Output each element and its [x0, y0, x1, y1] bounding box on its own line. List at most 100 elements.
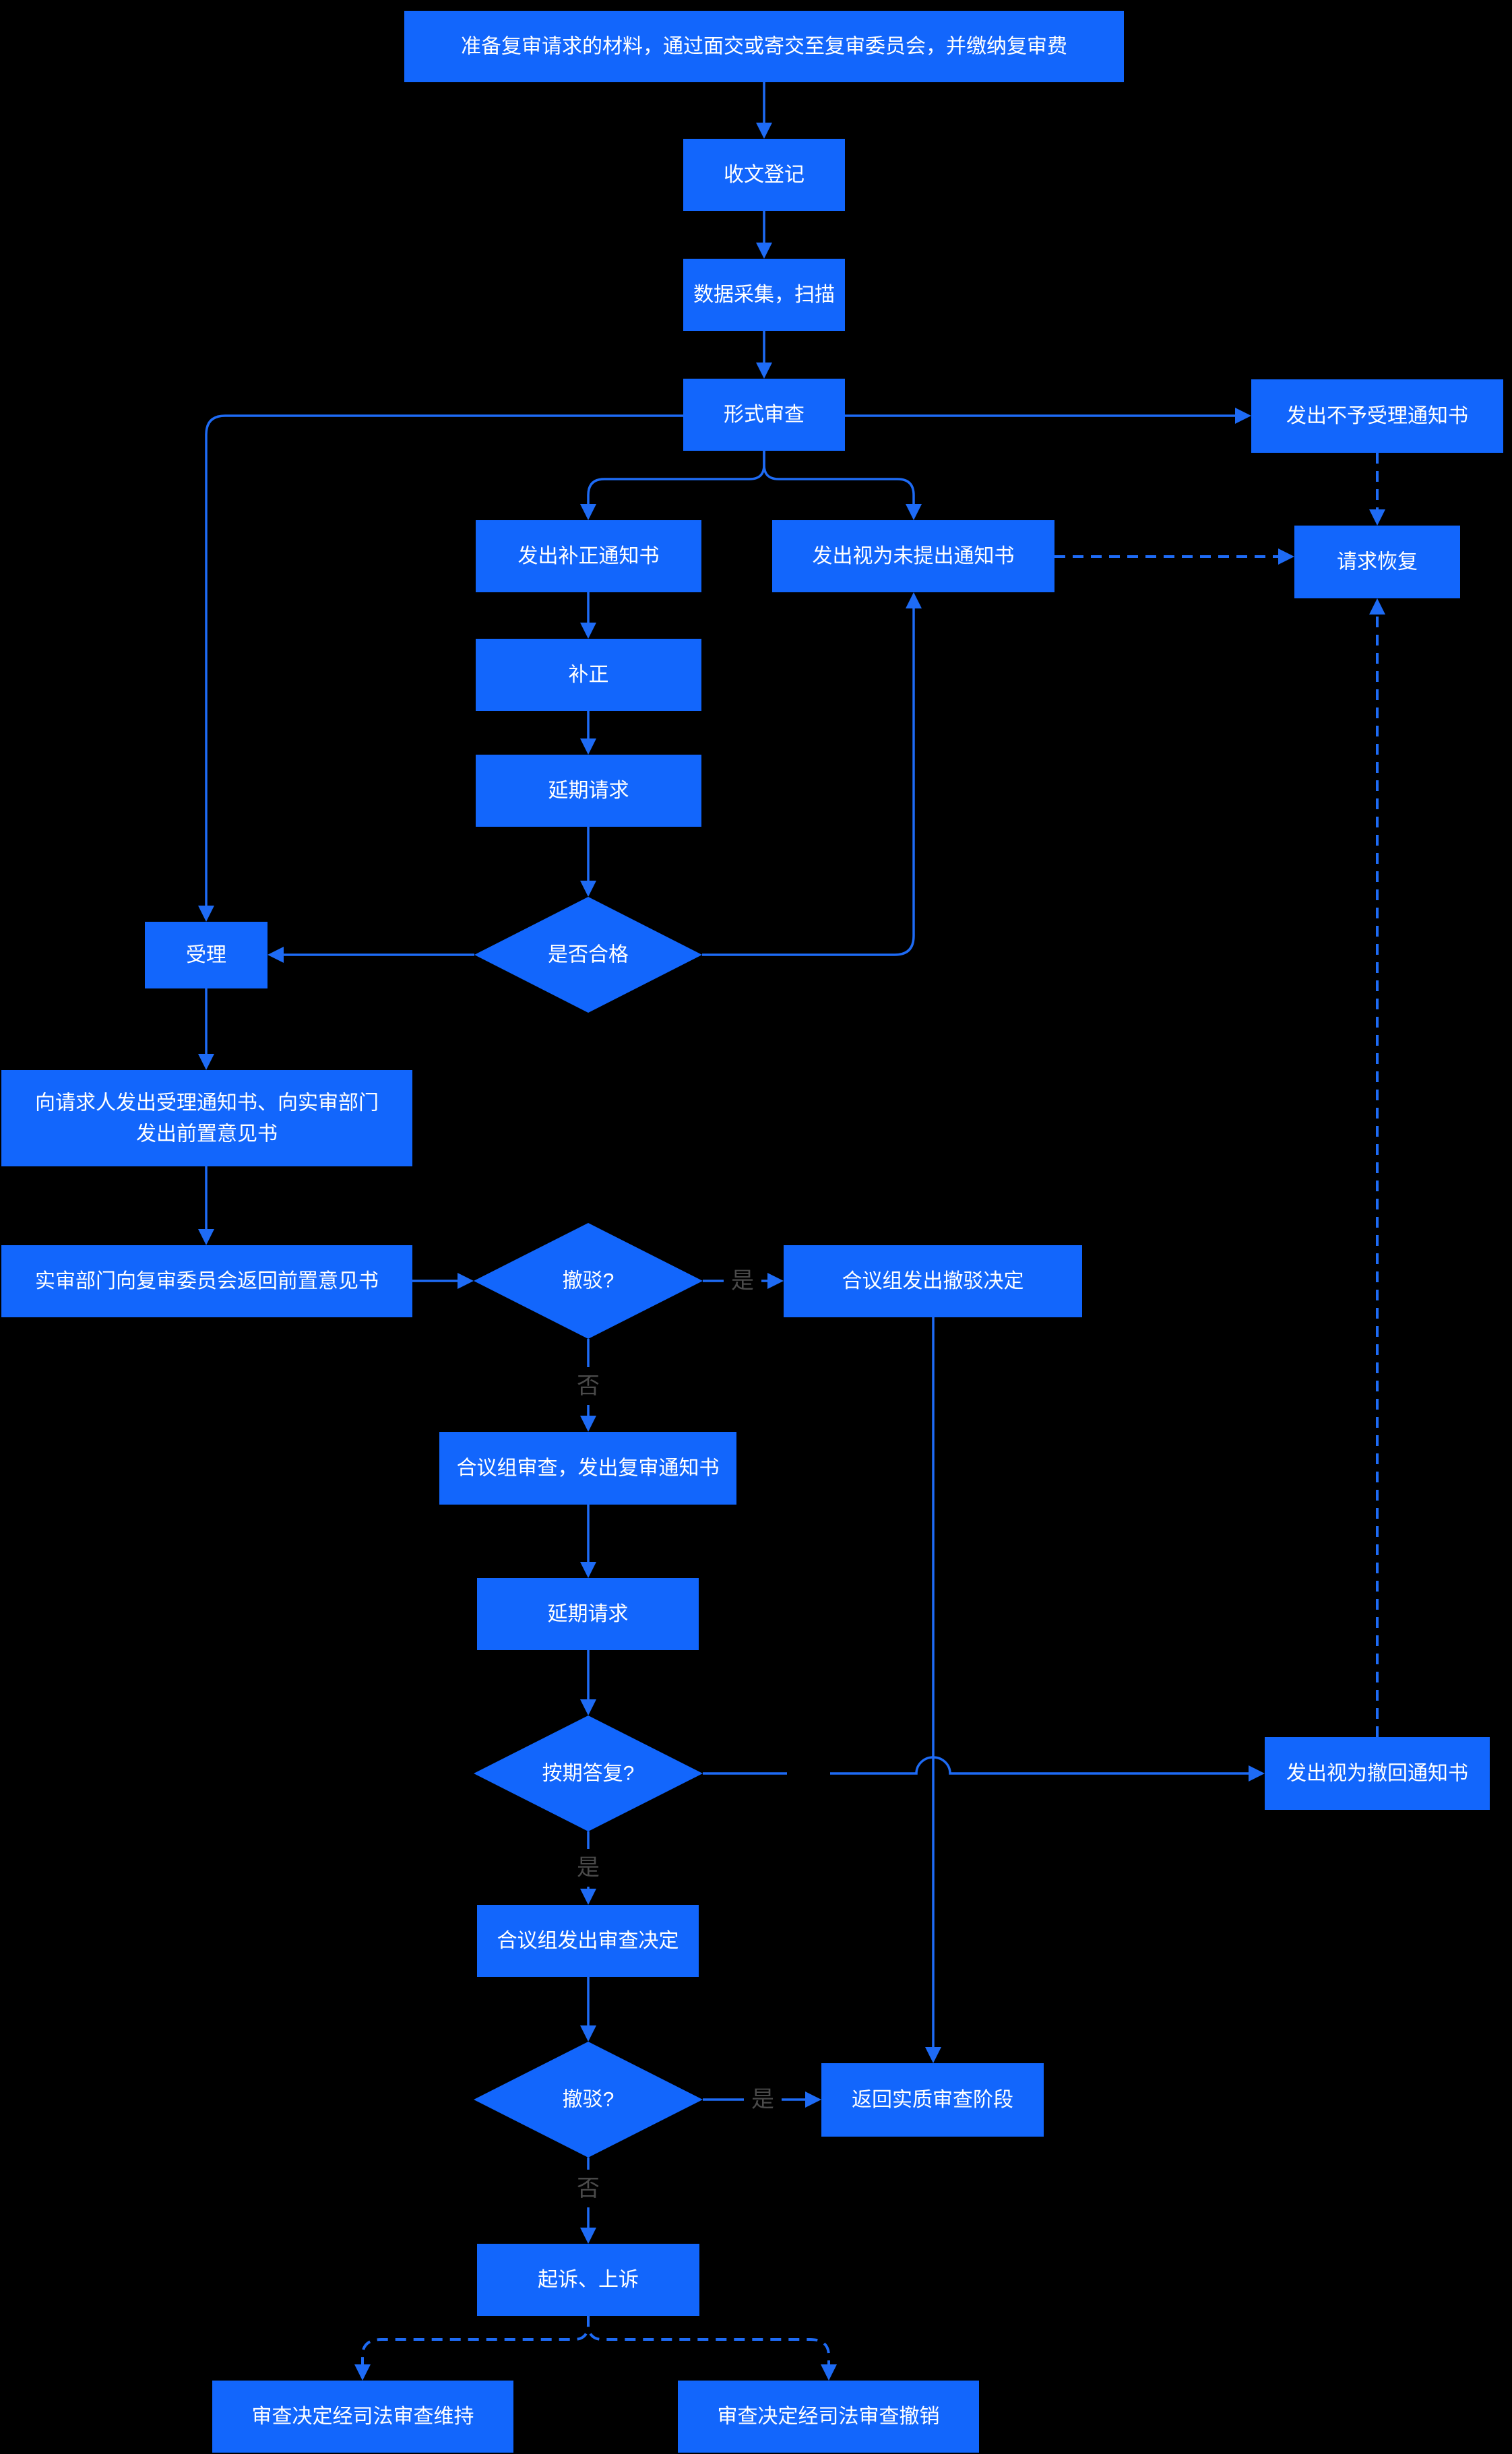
arrowhead-q1-reject-decision: [767, 1273, 784, 1289]
not-submitted-notice-label: 发出视为未提出通知书: [813, 545, 1015, 567]
register-shape: [683, 139, 845, 211]
arrowhead-reply-withdrawn: [1249, 1765, 1265, 1782]
arrowhead-accept-notify: [198, 1054, 214, 1070]
supplement-label: 补正: [569, 664, 609, 686]
prepare-shape: [404, 11, 1124, 82]
reject-notice-shape: [1251, 379, 1503, 453]
edge-qualified-not-submitted: [702, 607, 915, 956]
arrowhead-withdrawn-restore: [1369, 598, 1385, 615]
node-extension-1: 延期请求: [476, 755, 701, 827]
arrowhead-review-decision-q2: [580, 2025, 596, 2042]
node-not-submitted-notice: 发出视为未提出通知书: [772, 520, 1054, 592]
panel-review-label: 合议组审查，发出复审通知书: [457, 1457, 720, 1480]
decision-upheld-label: 审查决定经司法审查维持: [252, 2405, 474, 2428]
withdrawn-notice-shape: [1265, 1737, 1490, 1810]
notify-shape: [1, 1070, 412, 1166]
edge-formal-not-submitted: [763, 451, 915, 505]
reject-question-2-label: 撤驳?: [563, 2089, 615, 2111]
arrowhead-return-opinion-q1: [458, 1273, 474, 1289]
branch-label: 是: [577, 1855, 600, 1881]
arrowhead-notify-return-opinion: [198, 1229, 214, 1245]
branch-label-bg: [744, 2081, 782, 2118]
return-opinion-label: 实审部门向复审委员会返回前置意见书: [35, 1270, 379, 1292]
reply-on-time-shape: [474, 1716, 703, 1831]
reject-question-1-label: 撤驳?: [563, 1270, 615, 1292]
accept-shape: [145, 922, 267, 988]
edge-reply-withdrawn: [703, 1756, 1250, 1775]
lawsuit-shape: [477, 2244, 699, 2316]
decision-upheld-shape: [212, 2381, 513, 2453]
qualified-label: 是否合格: [548, 944, 629, 966]
node-register: 收文登记: [683, 139, 845, 211]
arrowhead-reject-notice-restore: [1369, 509, 1385, 526]
node-back-to-substantive: 返回实质审查阶段: [821, 2063, 1044, 2137]
arrowhead-formal-supplement-notice: [580, 504, 596, 520]
arrowhead-register-scan: [756, 243, 772, 259]
arrowhead-not-submitted-restore: [1278, 548, 1294, 565]
back-to-substantive-label: 返回实质审查阶段: [852, 2089, 1013, 2111]
node-lawsuit: 起诉、上诉: [477, 2244, 699, 2316]
edge-formal-accept: [205, 414, 683, 907]
lawsuit-label: 起诉、上诉: [538, 2269, 639, 2291]
reject-decision-label: 合议组发出撤驳决定: [842, 1270, 1024, 1292]
arrowhead-formal-not-submitted: [906, 504, 922, 520]
extension-2-label: 延期请求: [548, 1603, 629, 1625]
branch-label-bg: [569, 1367, 607, 1405]
extension-2-shape: [477, 1578, 699, 1650]
node-restore-request: 请求恢复: [1294, 526, 1460, 598]
supplement-shape: [476, 639, 701, 711]
node-return-opinion: 实审部门向复审委员会返回前置意见书: [1, 1245, 412, 1317]
arrowhead-extension2-reply: [580, 1699, 596, 1716]
review-decision-label: 合议组发出审查决定: [497, 1930, 679, 1952]
arrowhead-formal-accept: [198, 906, 214, 922]
prepare-label: 准备复审请求的材料，通过面交或寄交至复审委员会，并缴纳复审费: [461, 36, 1067, 58]
arrowhead-reply-review-decision: [580, 1889, 596, 1905]
node-reply-on-time: 按期答复?: [474, 1716, 703, 1831]
arrowhead-reject-decision-back: [925, 2047, 941, 2063]
supplement-notice-label: 发出补正通知书: [518, 545, 660, 567]
node-reject-question-1: 撤驳?: [474, 1223, 703, 1339]
node-panel-review: 合议组审查，发出复审通知书: [439, 1432, 736, 1505]
branch-label-bg: [724, 1262, 761, 1300]
arrowhead-qualified-accept: [267, 947, 284, 963]
arrowhead-qualified-not-submitted: [906, 592, 922, 608]
arrowhead-q1-panel-review: [580, 1416, 596, 1432]
edge-lawsuit-upheld: [361, 2316, 590, 2366]
reject-decision-shape: [784, 1245, 1082, 1317]
node-withdrawn-notice: 发出视为撤回通知书: [1265, 1737, 1490, 1810]
not-submitted-notice-shape: [772, 520, 1054, 592]
arrowhead-panel-review-extension2: [580, 1562, 596, 1578]
node-reject-decision: 合议组发出撤驳决定: [784, 1245, 1082, 1317]
withdrawn-notice-label: 发出视为撤回通知书: [1286, 1763, 1468, 1785]
branch-label: 是: [731, 1268, 754, 1294]
arrowhead-supplement-extension1: [580, 738, 596, 755]
arrowhead-extension1-qualified: [580, 881, 596, 897]
reject-question-2-shape: [474, 2042, 703, 2158]
node-qualified: 是否合格: [474, 897, 702, 1013]
node-reject-question-2: 撤驳?: [474, 2042, 703, 2158]
arrowhead-formal-reject-notice: [1235, 408, 1251, 424]
review-decision-shape: [477, 1905, 699, 1977]
decision-revoked-label: 审查决定经司法审查撤销: [718, 2405, 940, 2428]
scan-label: 数据采集，扫描: [693, 284, 835, 306]
supplement-notice-shape: [476, 520, 701, 592]
edge-lawsuit-revoked: [587, 2316, 830, 2366]
accept-label: 受理: [186, 944, 226, 966]
branch-label: 否: [577, 1373, 600, 1399]
restore-request-shape: [1294, 526, 1460, 598]
back-to-substantive-shape: [821, 2063, 1044, 2137]
arrowhead-scan-formal: [756, 363, 772, 379]
extension-1-shape: [476, 755, 701, 827]
notify-label: 向请求人发出受理通知书、向实审部门发出前置意见书: [35, 1092, 379, 1145]
edge-formal-supplement-notice: [587, 451, 765, 505]
arrowhead-lawsuit-upheld: [354, 2364, 371, 2381]
branch-label-bg: [569, 2170, 607, 2207]
return-opinion-shape: [1, 1245, 412, 1317]
reject-question-1-shape: [474, 1223, 703, 1339]
qualified-shape: [474, 897, 702, 1013]
arrowhead-supplement-notice-supplement: [580, 623, 596, 639]
reply-on-time-label: 按期答复?: [542, 1763, 635, 1785]
node-decision-upheld: 审查决定经司法审查维持: [212, 2381, 513, 2453]
panel-review-shape: [439, 1432, 736, 1505]
